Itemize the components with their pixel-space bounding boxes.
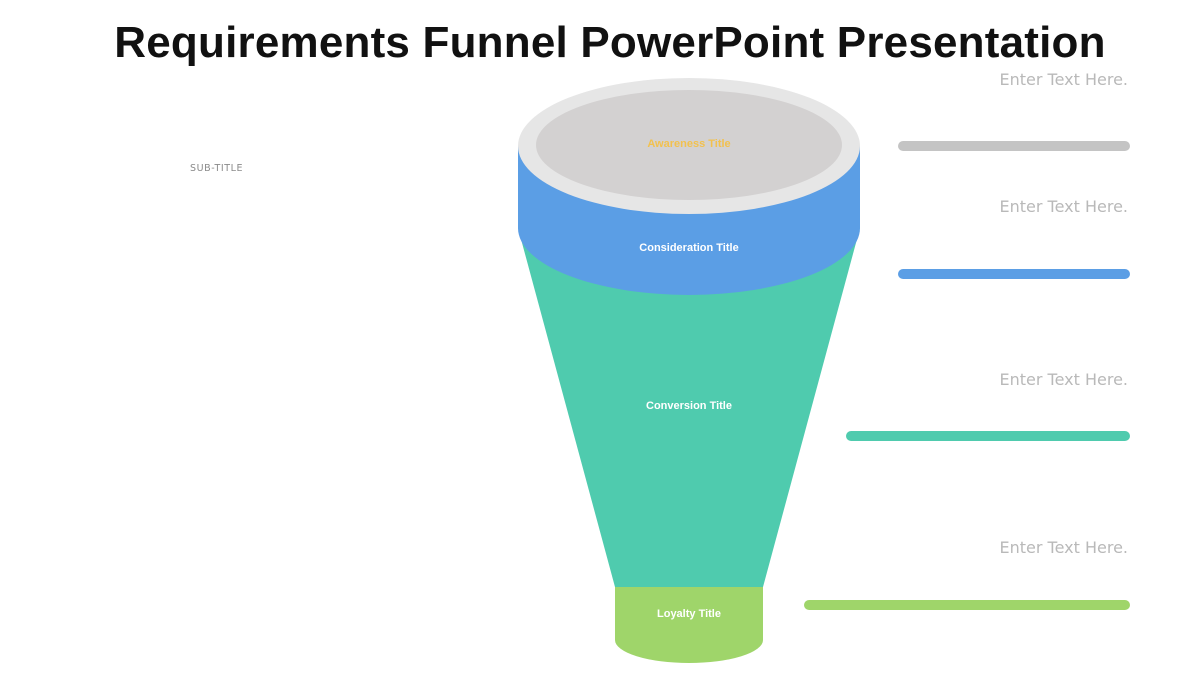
conversion-stage-label: Conversion Title xyxy=(646,400,732,412)
text-item-3-bar xyxy=(846,431,1130,441)
awareness-stage-label: Awareness Title xyxy=(647,138,730,150)
loyalty-stage xyxy=(615,587,763,640)
slide-title: Requirements Funnel PowerPoint Presentat… xyxy=(114,18,1106,67)
text-item-1-bar xyxy=(898,141,1130,151)
text-item-1-label: Enter Text Here. xyxy=(999,70,1128,89)
text-item-2-bar xyxy=(898,269,1130,279)
loyalty-stage-label: Loyalty Title xyxy=(657,608,721,620)
text-item-3-label: Enter Text Here. xyxy=(999,370,1128,389)
text-item-2-label: Enter Text Here. xyxy=(999,197,1128,216)
conversion-stage xyxy=(518,228,860,587)
consideration-stage-label: Consideration Title xyxy=(639,242,738,254)
awareness-stage xyxy=(536,90,842,200)
text-item-4-bar xyxy=(804,600,1130,610)
slide-subtitle: SUB-TITLE xyxy=(190,163,244,174)
text-item-4-label: Enter Text Here. xyxy=(999,538,1128,557)
